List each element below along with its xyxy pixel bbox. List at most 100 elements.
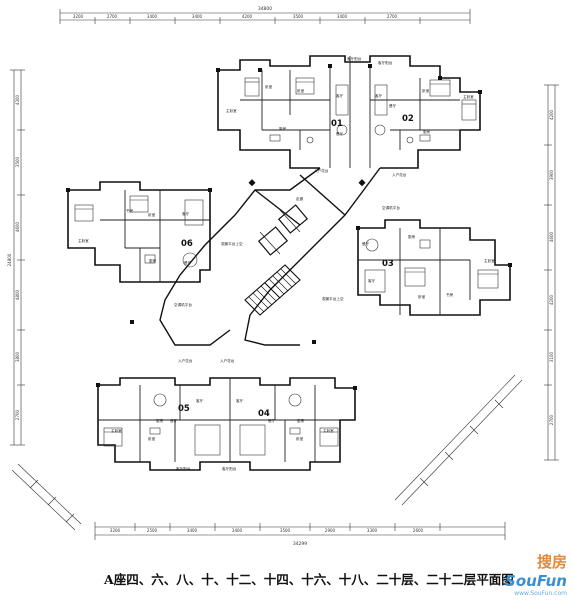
room-label: 客厅: [236, 398, 244, 403]
room-label: 餐厅: [336, 131, 344, 136]
right-dim-2: 3900: [549, 169, 554, 180]
room-label: 观景平台上空: [322, 296, 344, 301]
bottom-dim-2: 2500: [147, 528, 158, 533]
left-dim-1: 4300: [15, 94, 20, 105]
right-dim-1: 4200: [549, 109, 554, 120]
top-dim-5: 4200: [242, 14, 253, 19]
room-label: 客厅阳台: [176, 466, 191, 471]
left-dimension: [10, 69, 25, 446]
building-walls: [67, 55, 511, 471]
bottom-dimension: [94, 522, 506, 540]
room-label: 餐厅: [268, 418, 276, 423]
watermark-line3: www.SouFun.com: [514, 590, 567, 597]
unit-number-02: 02: [402, 114, 414, 124]
room-label: 入户花台: [314, 168, 329, 173]
interior-walls: [98, 56, 471, 462]
diagonal-dimensions: [11, 374, 523, 531]
top-dim-1: 3200: [73, 14, 84, 19]
right-dim-6: 2700: [549, 414, 554, 425]
top-dim-7: 3400: [337, 14, 348, 19]
watermark-line1: 搜房: [536, 553, 567, 571]
room-label: 餐厅: [362, 241, 370, 246]
room-label: 卧室: [422, 88, 430, 93]
room-label: 餐厅: [184, 260, 192, 265]
room-label: 客厅阳台: [222, 466, 237, 471]
left-dim-2: 3500: [15, 156, 20, 167]
room-label: 卧室: [297, 88, 305, 93]
top-dimension: [59, 9, 471, 24]
room-label: 入户花台: [178, 358, 193, 363]
room-label: 客厅: [375, 93, 383, 98]
right-dims: 4200 3900 4600 4200 3100 2700: [549, 109, 554, 425]
room-label: 厨房: [423, 129, 431, 134]
room-labels: 主卧室 主卧室 主卧室 主卧室 主卧室 主卧室 卧室 卧室 卧室 卧室 卧室 卧…: [78, 56, 495, 471]
bottom-dim-1: 3200: [110, 528, 121, 533]
room-label: 主卧室: [226, 108, 237, 113]
room-label: 主卧室: [484, 258, 495, 263]
room-label: 厨房: [149, 258, 157, 263]
unit-numbers: 01 02 03 04 05 06: [178, 114, 414, 419]
room-label: 客厅阳台: [378, 60, 393, 65]
unit-number-05: 05: [178, 404, 190, 414]
unit-number-06: 06: [181, 239, 193, 249]
drawing-caption: A座四、六、八、十、十二、十四、十六、十八、二十层、二十二层平面图: [104, 572, 514, 587]
room-label: 主卧室: [78, 238, 89, 243]
room-label: 主卧室: [463, 94, 474, 99]
top-dim-3: 3400: [147, 14, 158, 19]
room-label: 书房: [446, 292, 454, 297]
right-dim-4: 4200: [549, 294, 554, 305]
room-label: 观景平台上空: [221, 241, 243, 246]
room-label: 厨房: [297, 418, 305, 423]
top-segment-dims: 3200 2700 3400 3400 4200 3500 3400 2700: [73, 14, 398, 19]
room-label: 卧室: [418, 294, 426, 299]
unit-number-04: 04: [258, 409, 270, 419]
column-marks: [66, 64, 512, 390]
room-label: 客厅: [368, 278, 376, 283]
top-dim-6: 3500: [293, 14, 304, 19]
staircase: [244, 264, 301, 316]
bottom-dim-5: 3500: [280, 528, 291, 533]
bottom-dim-8: 2600: [413, 528, 424, 533]
room-label: 厨房: [156, 418, 164, 423]
left-total-dim: 24800: [7, 253, 12, 266]
room-label: 厨房: [279, 126, 287, 131]
room-label: 餐厅: [170, 418, 178, 423]
unit-number-01: 01: [331, 119, 343, 129]
watermark-line2: SouFun: [505, 572, 567, 590]
bottom-dim-4: 3400: [232, 528, 243, 533]
left-dim-6: 2700: [15, 409, 20, 420]
room-label: 书房: [126, 208, 134, 213]
left-dims: 24800 4300 3500 4600 4800 3800 2700: [7, 94, 20, 420]
bottom-dim-3: 3400: [187, 528, 198, 533]
right-dim-3: 4600: [549, 231, 554, 242]
bottom-dim-6: 2900: [325, 528, 336, 533]
top-total-dim: 34800: [258, 6, 272, 12]
right-dimension: [544, 84, 559, 461]
bottom-total-dim: 34299: [293, 541, 307, 547]
top-dim-8: 2700: [387, 14, 398, 19]
room-label: 客厅: [196, 398, 204, 403]
room-label: 空调机平台: [382, 205, 400, 210]
left-dim-3: 4600: [15, 221, 20, 232]
room-label: 卧室: [148, 436, 156, 441]
right-dim-5: 3100: [549, 351, 554, 362]
top-dim-2: 2700: [107, 14, 118, 19]
watermark: 搜房 SouFun www.SouFun.com: [505, 551, 567, 597]
room-label: 卧室: [265, 84, 273, 89]
room-label: 卧室: [148, 212, 156, 217]
room-label: 入户花台: [220, 358, 235, 363]
left-dim-5: 3800: [15, 351, 20, 362]
room-label: 客厅: [182, 211, 190, 216]
room-label: 客厅阳台: [347, 56, 362, 61]
room-label: 走廊: [296, 196, 304, 201]
room-label: 主卧室: [323, 428, 334, 433]
left-dim-4: 4800: [15, 289, 20, 300]
unit-number-03: 03: [382, 259, 394, 269]
room-label: 主卧室: [111, 428, 122, 433]
room-label: 卧室: [296, 436, 304, 441]
room-label: 餐厅: [389, 103, 397, 108]
room-label: 空调机平台: [174, 302, 192, 307]
room-label: 客厅: [336, 93, 344, 98]
top-dim-4: 3400: [192, 14, 203, 19]
